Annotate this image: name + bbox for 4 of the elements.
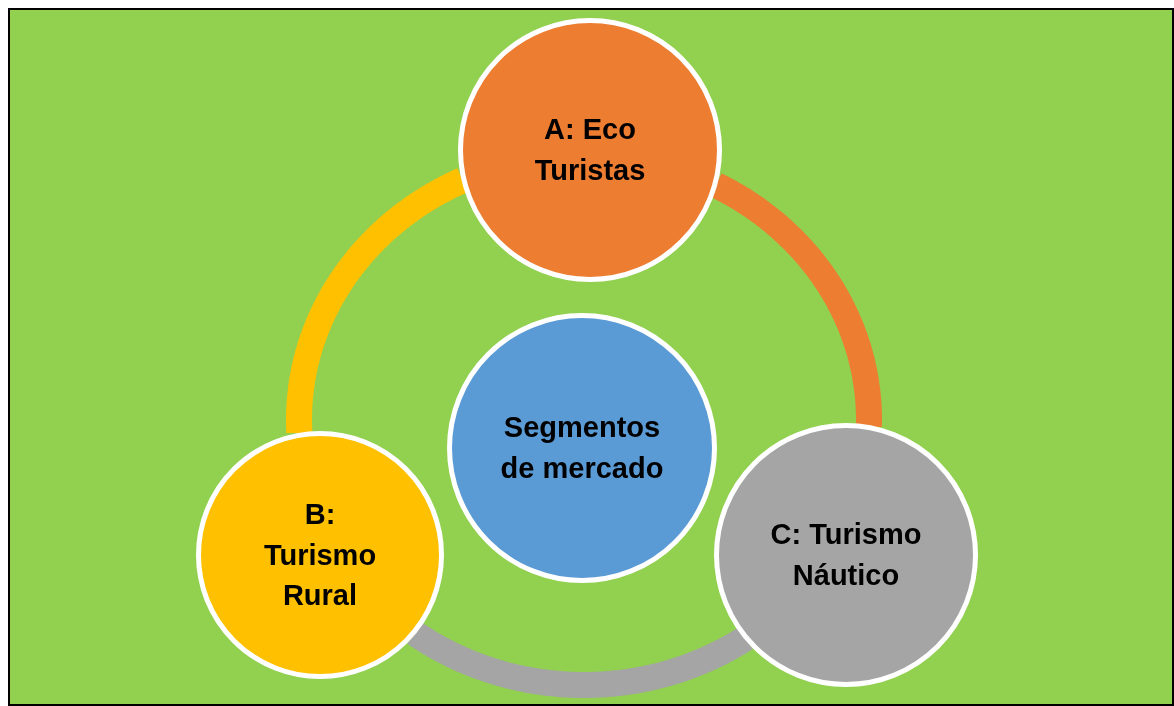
node-label: C: Turismo Náutico	[769, 517, 923, 593]
node-label: A: Eco Turistas	[533, 112, 647, 188]
node-label: Segmentos de mercado	[499, 410, 665, 486]
node-label: B: Turismo Rural	[262, 497, 378, 614]
